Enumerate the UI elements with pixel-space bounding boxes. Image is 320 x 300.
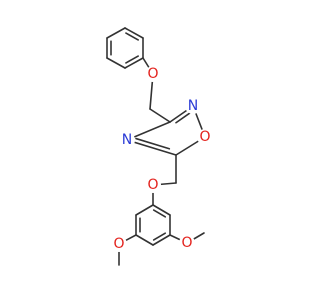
atom-label-o-methoxy-right: O	[181, 235, 192, 251]
bond-ch2a-c3	[149, 108, 171, 123]
bond-ar1-ar2-inner	[152, 209, 167, 218]
atom-label-o-aryl-ether: O	[147, 177, 158, 193]
atom-mask-o-aryl-ether	[145, 177, 161, 193]
bond-ar3-ar4-inner	[152, 232, 167, 241]
atom-label-n-oxadiazole-left: N	[122, 132, 132, 148]
bond-ar3-ar4	[152, 234, 171, 246]
atom-mask-o-methoxy-right	[179, 235, 195, 251]
atom-mask-n-oxadiazole-left	[119, 132, 135, 148]
bond-ph3-ph4-inner	[125, 55, 139, 64]
atom-label-n-oxadiazole-top: N	[188, 98, 198, 114]
bond-c3-nTop-inner	[175, 111, 193, 124]
bond-ph6-ph1	[106, 27, 126, 39]
bond-ph4-ph5	[106, 57, 126, 69]
atom-mask-o-oxadiazole	[197, 129, 213, 145]
molecule-canvas: N N O O O O O	[106, 27, 213, 266]
atom-mask-o-phenoxy-ether	[145, 66, 161, 82]
bond-ph1-ph2-inner	[125, 32, 139, 41]
bond-ar4-ar5	[135, 234, 154, 246]
bond-ph1-ph2	[124, 27, 144, 39]
atom-label-o-oxadiazole: O	[199, 129, 210, 145]
atom-mask-o-methoxy-left	[111, 236, 127, 252]
bond-c5-nLeft	[126, 139, 177, 156]
bond-ar1-ar2	[152, 204, 171, 216]
bond-ar6-ar1	[135, 204, 154, 216]
bond-c5-nLeft-inner	[135, 137, 171, 150]
atom-label-o-phenoxy-ether: O	[147, 66, 158, 82]
bond-ph3-ph4	[124, 57, 144, 69]
atom-mask-n-oxadiazole-top	[185, 98, 201, 114]
atom-label-layer: N N O O O O O	[111, 66, 213, 252]
structure-diagram: N N O O O O O	[106, 27, 213, 266]
atom-label-o-methoxy-left: O	[113, 236, 124, 252]
